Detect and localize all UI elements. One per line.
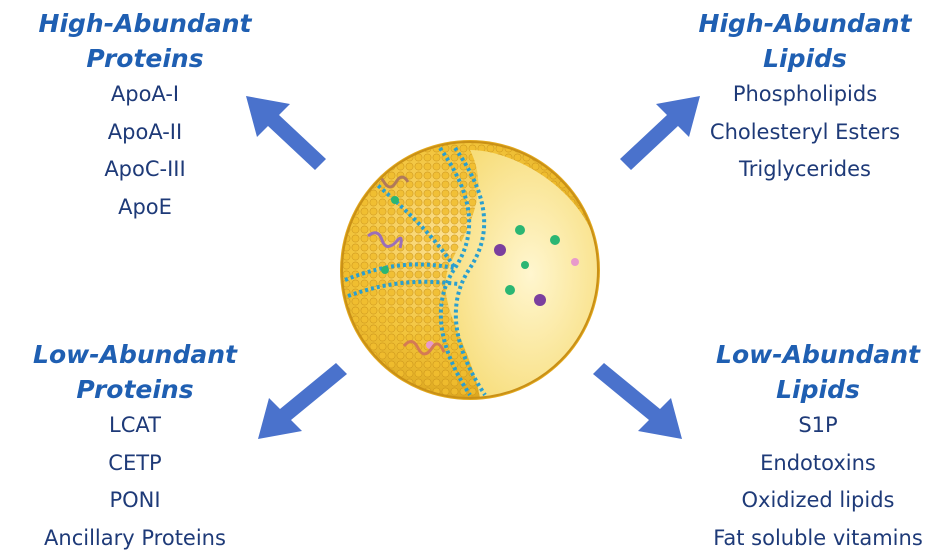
quadrant-high-abundant-lipids: High-Abundant Lipids Phospholipids Chole… [670,6,939,189]
arrow-to-bottom-left [258,363,347,439]
heading-line1: High-Abundant [10,6,280,41]
heading-line2: Proteins [10,41,280,76]
list-item: ApoE [10,189,280,227]
list-item: Oxidized lipids [683,482,939,520]
heading-line1: Low-Abundant [0,337,270,372]
quadrant-low-abundant-lipids: Low-Abundant Lipids S1P Endotoxins Oxidi… [683,337,939,555]
heading-line1: High-Abundant [670,6,939,41]
item-list: Phospholipids Cholesteryl Esters Triglyc… [670,76,939,189]
list-item: Endotoxins [683,445,939,483]
heading-line2: Proteins [0,372,270,407]
item-list: S1P Endotoxins Oxidized lipids Fat solub… [683,407,939,555]
list-item: Phospholipids [670,76,939,114]
quadrant-low-abundant-proteins: Low-Abundant Proteins LCAT CETP PONI Anc… [0,337,270,555]
list-item: ApoC-III [10,151,280,189]
heading-line2: Lipids [670,41,939,76]
list-item: CETP [0,445,270,483]
list-item: ApoA-I [10,76,280,114]
heading-line2: Lipids [683,372,939,407]
list-item: PONI [0,482,270,520]
quadrant-high-abundant-proteins: High-Abundant Proteins ApoA-I ApoA-II Ap… [10,6,280,226]
list-item: LCAT [0,407,270,445]
item-list: LCAT CETP PONI Ancillary Proteins [0,407,270,555]
list-item: S1P [683,407,939,445]
heading-line1: Low-Abundant [683,337,939,372]
list-item: Ancillary Proteins [0,520,270,555]
list-item: Triglycerides [670,151,939,189]
arrow-to-bottom-right [593,363,682,439]
item-list: ApoA-I ApoA-II ApoC-III ApoE [10,76,280,226]
list-item: Fat soluble vitamins [683,520,939,555]
hdl-particle-illustration [340,140,600,400]
list-item: ApoA-II [10,114,280,152]
list-item: Cholesteryl Esters [670,114,939,152]
